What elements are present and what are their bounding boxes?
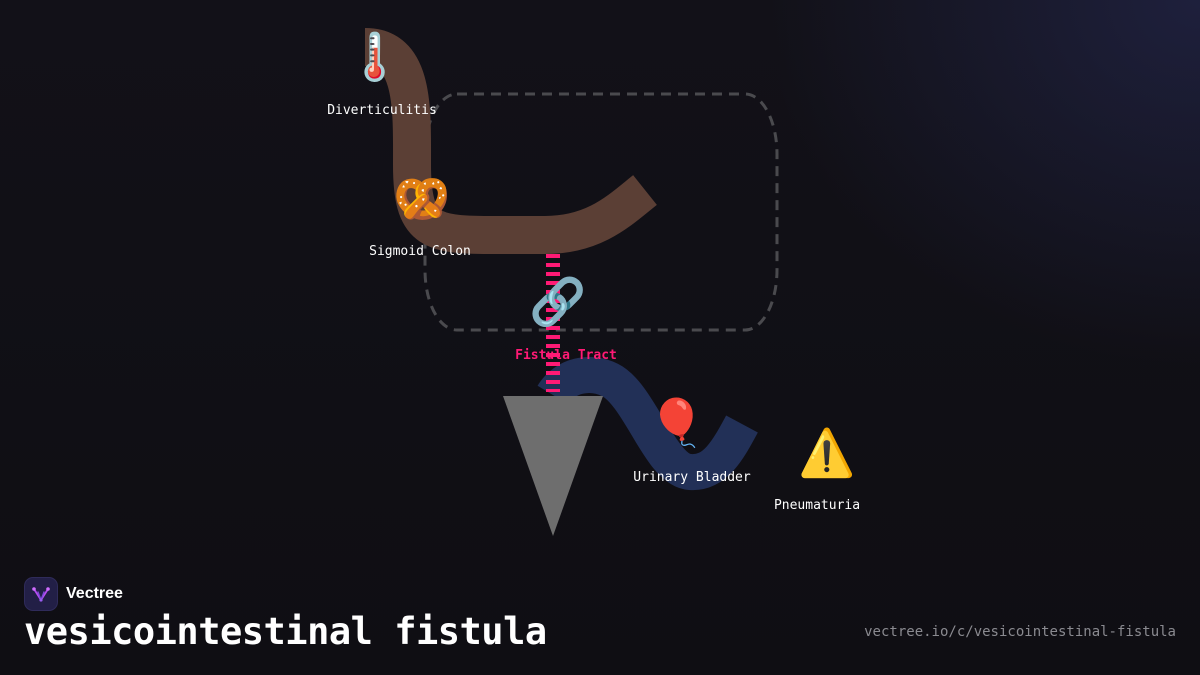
node-pneumaturia: ⚠️ Pneumaturia — [774, 426, 860, 514]
node-label-sigmoid-colon: Sigmoid Colon — [369, 244, 471, 259]
node-sigmoid-colon: 🥨 Sigmoid Colon — [369, 172, 471, 260]
node-label-fistula-tract: Fistula Tract — [515, 348, 617, 363]
node-label-diverticulitis: Diverticulitis — [327, 103, 437, 118]
node-urinary-bladder: 🎈 Urinary Bladder — [633, 395, 751, 486]
colon-path — [363, 28, 657, 254]
thermometer-icon: 🌡️ — [346, 30, 403, 84]
balloon-icon: 🎈 — [648, 395, 705, 450]
pretzel-icon: 🥨 — [393, 172, 450, 226]
node-fistula-tract: 🔗 Fistula Tract — [515, 274, 617, 364]
vectree-tree-logo-icon — [24, 577, 58, 611]
page-title: vesicointestinal fistula — [24, 610, 547, 653]
bladder-path — [537, 357, 758, 491]
brand-name: Vectree — [66, 585, 123, 602]
node-label-urinary-bladder: Urinary Bladder — [633, 470, 751, 485]
brand: Vectree — [24, 577, 123, 611]
warning-icon: ⚠️ — [798, 426, 855, 480]
link-icon: 🔗 — [529, 274, 586, 330]
funnel-triangle — [503, 396, 603, 536]
node-label-pneumaturia: Pneumaturia — [774, 498, 860, 513]
node-diverticulitis: 🌡️ Diverticulitis — [327, 30, 437, 119]
page-url[interactable]: vectree.io/c/vesicointestinal-fistula — [864, 624, 1176, 640]
